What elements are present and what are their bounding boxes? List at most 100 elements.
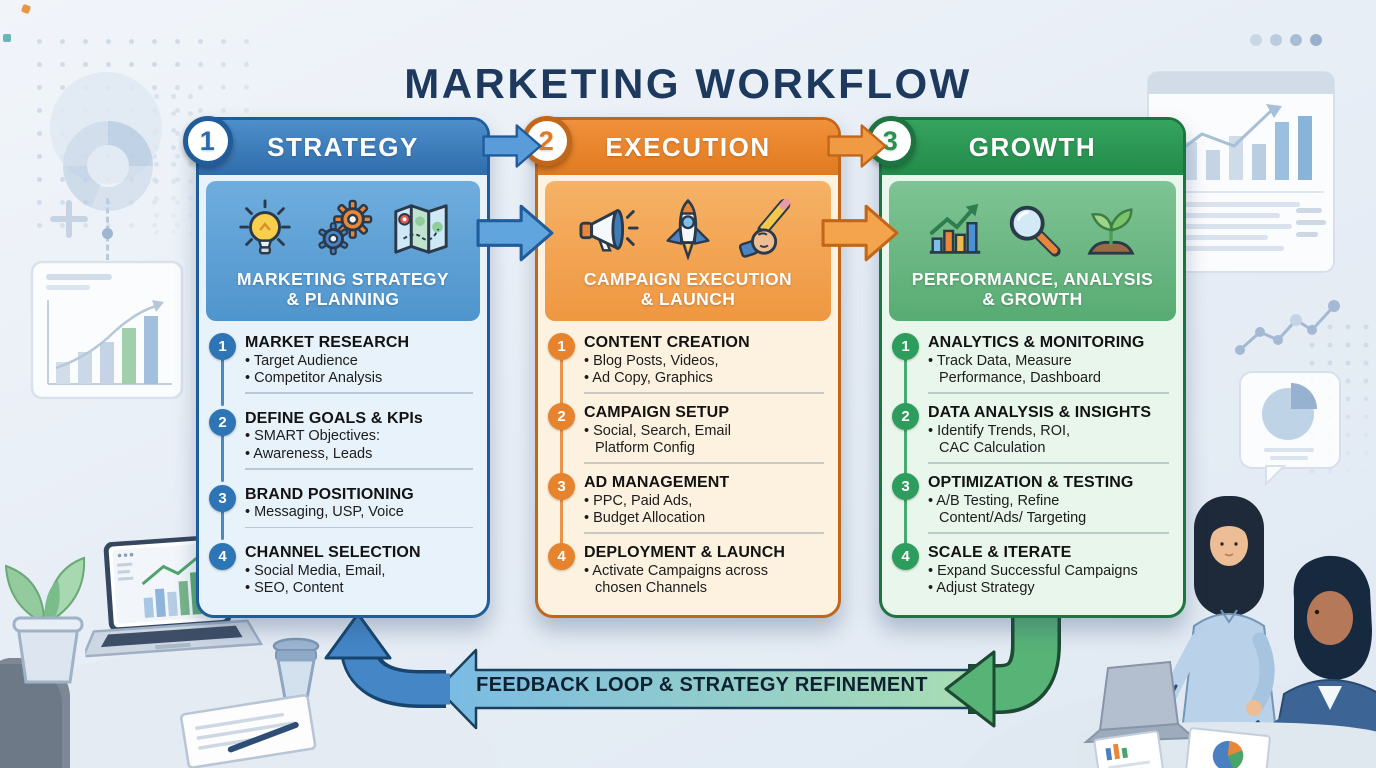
- step-detail: • Adjust Strategy: [928, 580, 1035, 597]
- step-detail: • SMART Objectives:: [245, 428, 381, 445]
- workflow-step: 4 SCALE & ITERATE • Expand Successful Ca…: [892, 540, 1171, 604]
- step-detail: chosen Channels: [595, 580, 708, 597]
- workflow-step: 3 AD MANAGEMENT • PPC, Paid Ads, • Budge…: [548, 470, 826, 546]
- flow-arrow-strategy-to-execution-top: [482, 124, 542, 168]
- donut-chart-decoration: [63, 121, 153, 211]
- step-detail: • Messaging, USP, Voice: [245, 504, 404, 521]
- icon-band: CAMPAIGN EXECUTION & LAUNCH: [545, 181, 831, 321]
- column-subtitle: MARKETING STRATEGY & PLANNING: [236, 269, 449, 310]
- feedback-loop-label: FEEDBACK LOOP & STRATEGY REFINEMENT: [476, 674, 928, 696]
- step-detail: • PPC, Paid Ads,: [584, 492, 693, 509]
- coffee-cup-illustration: [272, 637, 320, 706]
- flow-arrow-execution-to-growth: [821, 204, 899, 262]
- laptop-illustration: [81, 534, 264, 658]
- step-detail: • Competitor Analysis: [245, 370, 383, 387]
- feedback-loop-arrow: [324, 588, 1061, 730]
- step-detail: CAC Calculation: [939, 440, 1046, 457]
- column-title: GROWTH: [968, 132, 1097, 162]
- browser-chart-decoration: [1147, 71, 1335, 273]
- step-number-badge: 1: [183, 116, 233, 166]
- step-detail: • Target Audience: [245, 352, 358, 369]
- bar-chart-card-decoration: [30, 260, 184, 400]
- column-header: 2 EXECUTION: [522, 116, 838, 175]
- step-list: 1 CONTENT CREATION • Blog Posts, Videos,…: [538, 321, 838, 615]
- workflow-step: 3 BRAND POSITIONING • Messaging, USP, Vo…: [209, 482, 475, 541]
- step-detail: • Social Media, Email,: [245, 562, 386, 579]
- step-title: CHANNEL SELECTION: [245, 544, 421, 562]
- step-badge: 2: [209, 408, 236, 436]
- workflow-step: 2 DEFINE GOALS & KPIs • SMART Objectives…: [209, 406, 475, 482]
- step-badge: 2: [548, 403, 575, 431]
- notepad-illustration: [180, 694, 317, 768]
- workflow-step: 2 CAMPAIGN SETUP • Social, Search, Email…: [548, 400, 826, 476]
- page-title: MARKETING WORKFLOW: [404, 60, 972, 108]
- step-title: CAMPAIGN SETUP: [584, 404, 730, 422]
- dot-decoration: [102, 228, 113, 239]
- step-badge: 3: [209, 484, 236, 512]
- hand-pencil-icon: [738, 198, 791, 258]
- step-badge: 2: [892, 403, 919, 431]
- rocket-icon: [666, 198, 710, 260]
- step-detail: • Track Data, Measure: [928, 352, 1072, 369]
- flow-arrow-strategy-to-execution: [476, 204, 554, 262]
- workflow-step: 4 DEPLOYMENT & LAUNCH • Activate Campaig…: [548, 540, 826, 604]
- step-detail: • Awareness, Leads: [245, 446, 373, 463]
- laptop-illustration: [1098, 660, 1180, 732]
- column-header: 3 GROWTH: [866, 116, 1183, 175]
- pie-chart-bubble-decoration: [1239, 371, 1341, 487]
- gears-icon: [318, 199, 373, 256]
- column-header: 1 STRATEGY: [183, 116, 487, 175]
- step-title: BRAND POSITIONING: [245, 485, 414, 503]
- step-title: DEFINE GOALS & KPIs: [245, 409, 423, 427]
- step-badge: 4: [548, 543, 575, 571]
- map-icon: [394, 204, 448, 254]
- plant-illustration: [4, 556, 86, 684]
- step-detail: • A/B Testing, Refine: [928, 492, 1060, 509]
- sprout-icon: [1086, 208, 1135, 255]
- column-title: EXECUTION: [605, 132, 771, 162]
- pie-chart-paper-illustration: [1184, 727, 1271, 768]
- step-title: DEPLOYMENT & LAUNCH: [584, 544, 786, 562]
- workflow-step: 4 CHANNEL SELECTION • Social Media, Emai…: [209, 540, 475, 604]
- step-list: 1 MARKET RESEARCH • Target Audience • Co…: [199, 321, 487, 615]
- workflow-step: 1 MARKET RESEARCH • Target Audience • Co…: [209, 330, 475, 406]
- step-title: MARKET RESEARCH: [245, 334, 410, 351]
- step-badge: 4: [209, 543, 236, 571]
- step-detail: • Identify Trends, ROI,: [928, 422, 1071, 439]
- step-badge: 1: [209, 333, 236, 360]
- step-detail: Performance, Dashboard: [939, 370, 1101, 387]
- dot-row-decoration: [1250, 34, 1322, 46]
- step-badge: 3: [548, 473, 575, 501]
- column-subtitle: PERFORMANCE, ANALYSIS & GROWTH: [911, 269, 1154, 310]
- step-number-badge: 3: [866, 116, 916, 166]
- step-title: AD MANAGEMENT: [584, 474, 730, 492]
- magnifier-icon: [1009, 205, 1061, 257]
- step-detail: • Ad Copy, Graphics: [584, 370, 713, 387]
- confetti-speck: [20, 3, 32, 15]
- flow-arrow-execution-to-growth-top: [827, 124, 887, 168]
- growth-chart-icon: [929, 203, 980, 254]
- icon-band: PERFORMANCE, ANALYSIS & GROWTH: [889, 181, 1176, 321]
- step-detail: • Blog Posts, Videos,: [584, 352, 719, 369]
- workflow-step: 3 OPTIMIZATION & TESTING • A/B Testing, …: [892, 470, 1171, 546]
- workflow-step: 1 CONTENT CREATION • Blog Posts, Videos,…: [548, 330, 826, 406]
- plus-decoration: [50, 200, 88, 238]
- step-detail: • Activate Campaigns across: [584, 562, 768, 579]
- column-subtitle: CAMPAIGN EXECUTION & LAUNCH: [583, 269, 793, 310]
- step-detail: Platform Config: [595, 440, 695, 457]
- step-title: DATA ANALYSIS & INSIGHTS: [928, 404, 1152, 422]
- step-detail: • Social, Search, Email: [584, 422, 731, 439]
- step-title: ANALYTICS & MONITORING: [928, 334, 1145, 351]
- lightbulb-icon: [239, 199, 291, 255]
- step-detail: • SEO, Content: [245, 580, 344, 597]
- step-detail: • Expand Successful Campaigns: [928, 562, 1138, 579]
- megaphone-icon: [579, 209, 639, 252]
- step-badge: 3: [892, 473, 919, 501]
- column-title: STRATEGY: [267, 132, 419, 162]
- step-title: SCALE & ITERATE: [928, 544, 1072, 562]
- step-detail: Content/Ads/ Targeting: [939, 510, 1087, 527]
- execution-column: 2 EXECUTION: [522, 116, 841, 618]
- step-badge: 4: [892, 543, 919, 571]
- step-list: 1 ANALYTICS & MONITORING • Track Data, M…: [882, 321, 1183, 615]
